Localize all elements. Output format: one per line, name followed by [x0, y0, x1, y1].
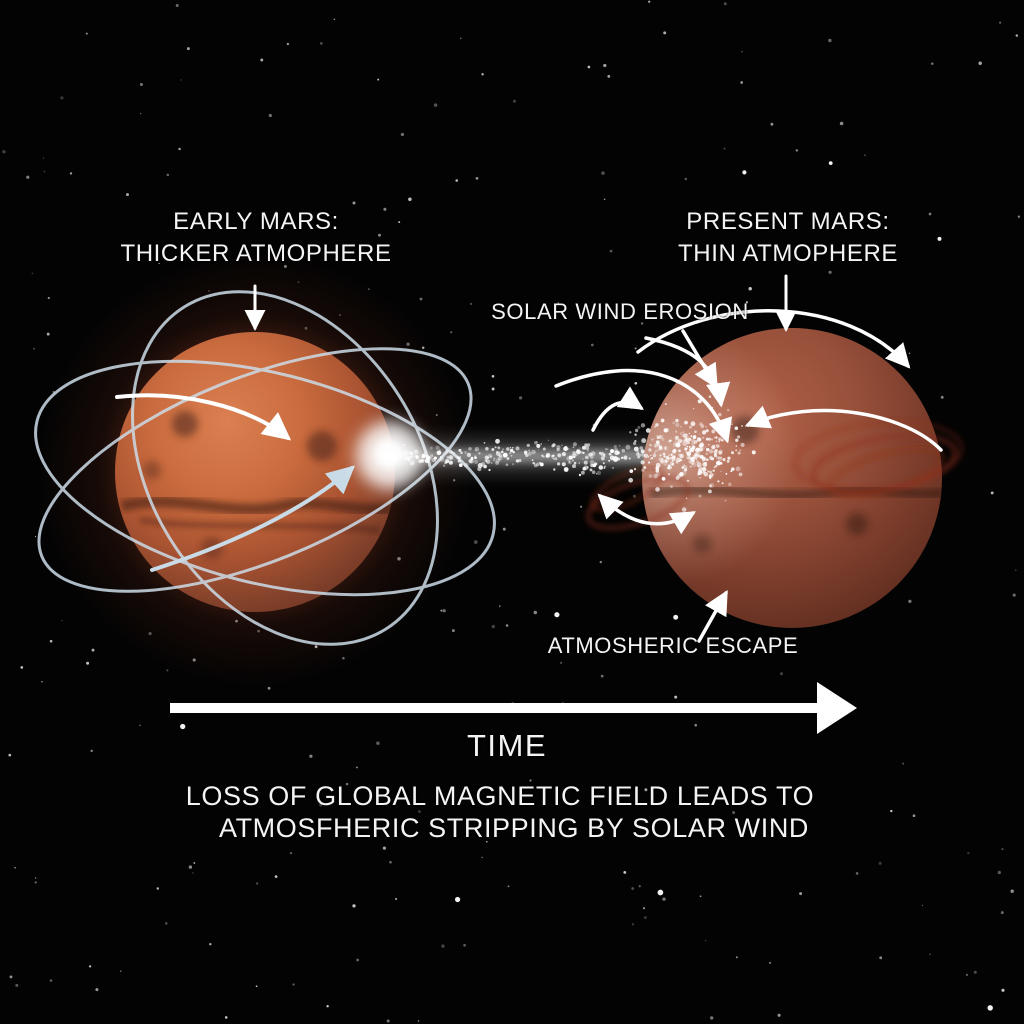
time-arrow	[170, 682, 857, 734]
solar-wind-erosion-label: SOLAR WIND EROSION	[491, 299, 749, 324]
magnetic-field-loops	[34, 290, 496, 646]
stream-particles	[383, 425, 745, 483]
stream-impact-highlight	[642, 328, 942, 628]
field-direction-arrow-white	[115, 393, 292, 441]
field-direction-arrow-blue	[150, 465, 355, 572]
label-pointers	[244, 274, 797, 332]
atmospheric-escape-label: ATMOSHERIC ESCAPE	[547, 633, 799, 658]
early-mars-label-line1: EARLY MARS:	[173, 208, 339, 235]
early-mars-label: EARLY MARS: THICKER ATMOPHERE	[120, 206, 391, 270]
present-mars-label-line2: THIN ATMOPHERE	[678, 240, 898, 267]
present-mars-label: PRESENT MARS: THIN ATMOPHERE	[678, 206, 898, 270]
caption-line1: LOSS OF GLOBAL MAGNETIC FIELD LEADS TO	[185, 781, 815, 811]
atmospheric-escape-pointer	[697, 589, 728, 643]
present-mars-label-line1: PRESENT MARS:	[686, 208, 890, 235]
solar-wind-arrows	[554, 309, 943, 643]
early-mars-label-line2: THICKER ATMOPHERE	[120, 240, 392, 267]
planet-present-mars	[642, 328, 942, 628]
time-label: TIME	[466, 728, 548, 763]
caption-line2: ATMOSFHERIC STRIPPING BY SOLAR WIND	[218, 813, 810, 843]
